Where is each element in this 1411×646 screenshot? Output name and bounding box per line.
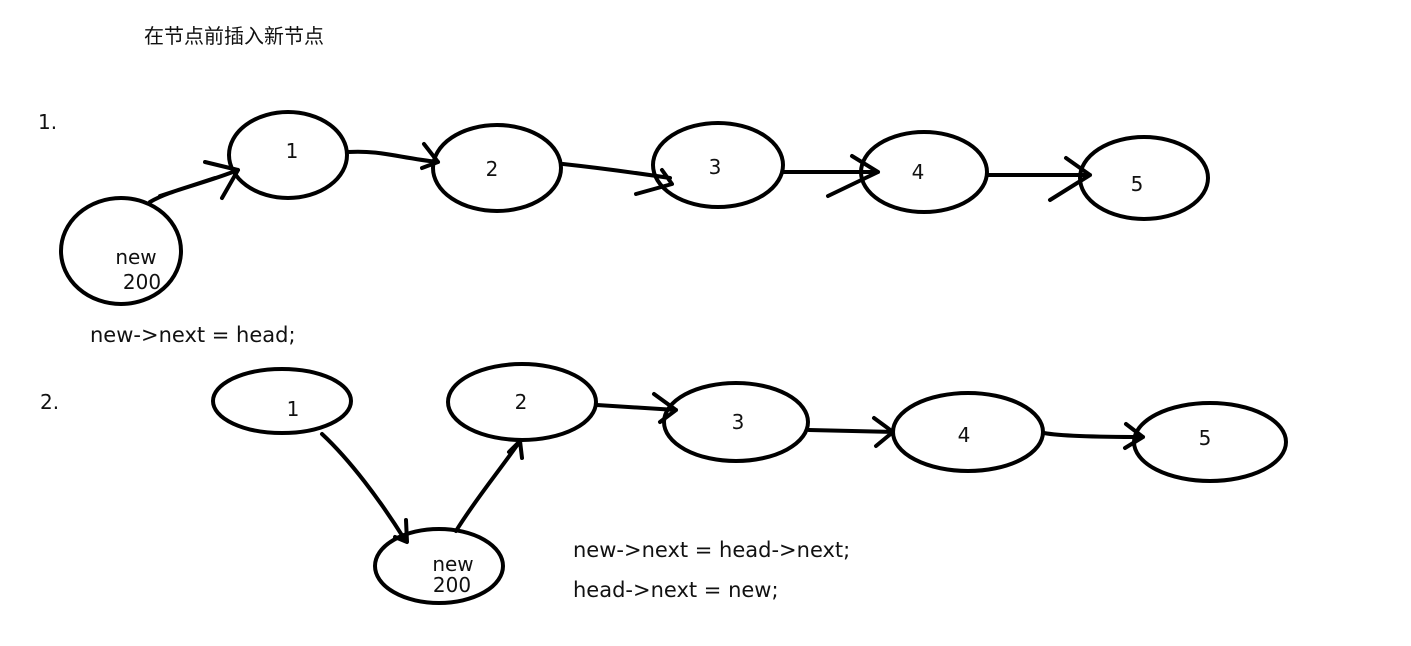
step-1-arrow-2-to-3 — [561, 162, 674, 196]
step-1-arrow-3-to-4 — [781, 154, 880, 198]
step-1-node-1 — [227, 110, 349, 200]
step-1-new-node — [59, 196, 183, 306]
step-2-new-node-name: new — [432, 552, 473, 576]
step-2-node-1-label: 1 — [287, 397, 300, 421]
step-1-node-3 — [651, 121, 785, 209]
step-2-node-3-label: 3 — [732, 410, 745, 434]
step-2-arrow-2-to-3 — [595, 392, 678, 424]
step-1-arrow-1-to-2 — [346, 142, 440, 170]
step-1-node-1-label: 1 — [286, 139, 299, 163]
step-1-new-node-value: 200 — [123, 270, 161, 294]
step-2-arrow-4-to-5 — [1042, 422, 1145, 450]
step-1-arrow-new-to-1 — [148, 160, 240, 204]
step-1-label: 1. — [38, 110, 58, 134]
step-2-arrow-new-to-2 — [454, 439, 524, 533]
step-2-node-4-label: 4 — [958, 423, 971, 447]
step-2-node-1 — [211, 367, 353, 435]
step-1-new-node-name: new — [115, 245, 156, 269]
step-1-code-line-1: new->next = head; — [90, 323, 296, 347]
step-2-node-3 — [662, 381, 810, 463]
step-1-node-5-label: 5 — [1131, 172, 1144, 196]
step-2-node-2 — [446, 362, 598, 442]
step-2-new-node-value: 200 — [433, 573, 471, 597]
step-2-node-5-label: 5 — [1199, 426, 1212, 450]
step-1-node-2-label: 2 — [486, 157, 499, 181]
step-2-new-node — [373, 527, 505, 605]
step-1-node-5 — [1078, 135, 1210, 221]
step-2-node-2-label: 2 — [515, 390, 528, 414]
step-2-code-line-1: new->next = head->next; — [573, 538, 851, 562]
step-2-arrow-1-to-new — [320, 432, 409, 544]
diagram-title: 在节点前插入新节点 — [144, 24, 324, 48]
step-1-node-2 — [431, 123, 563, 213]
step-2-arrow-3-to-4 — [807, 416, 895, 448]
step-2-code-line-2: head->next = new; — [573, 578, 779, 602]
step-1-node-3-label: 3 — [709, 155, 722, 179]
step-1-node-4-label: 4 — [912, 160, 925, 184]
step-2-label: 2. — [40, 390, 60, 414]
step-1-arrow-4-to-5 — [985, 156, 1092, 202]
